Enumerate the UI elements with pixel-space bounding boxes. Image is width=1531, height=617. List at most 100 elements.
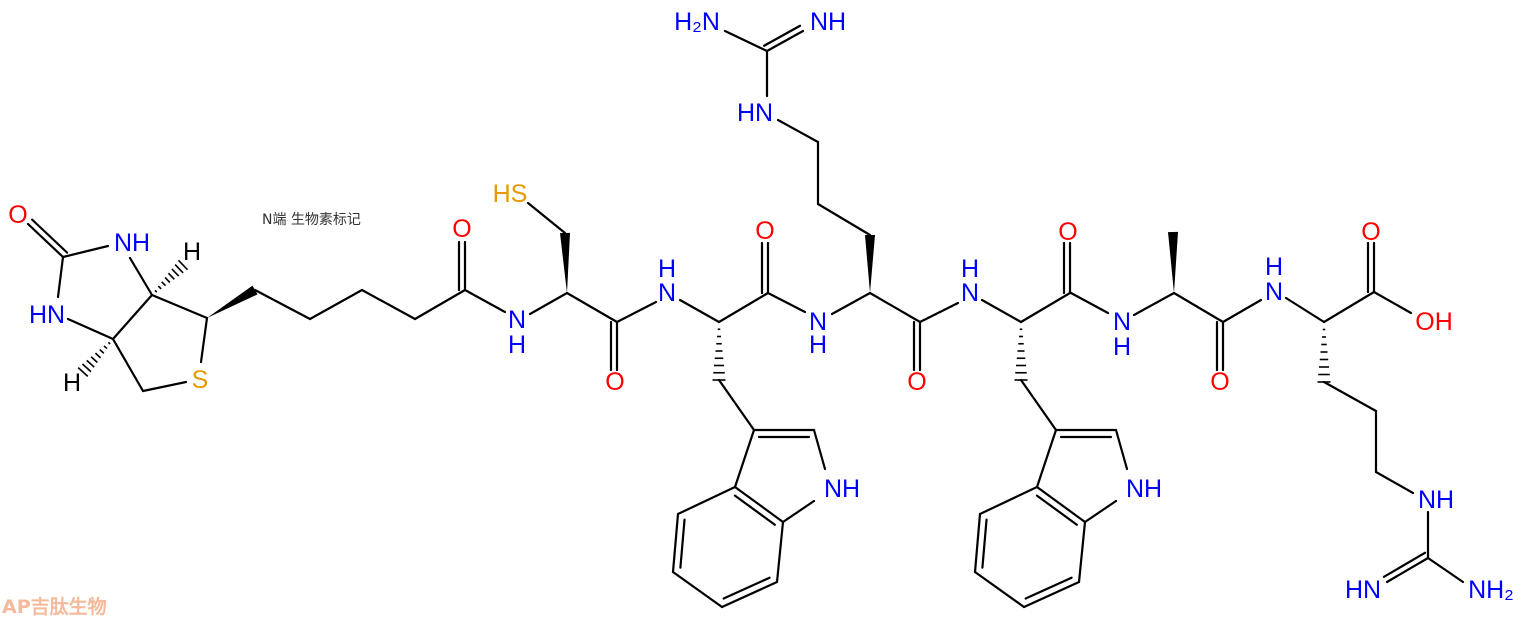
bond (1372, 290, 1413, 315)
bond (678, 298, 721, 324)
atom-label-o: O (605, 368, 624, 396)
hash-bond-segment (77, 367, 89, 377)
double-bond (765, 29, 805, 53)
atom-label-n: NH (1418, 486, 1454, 514)
bond (1083, 499, 1118, 524)
bond (980, 298, 1023, 324)
atom-label-o: O (452, 215, 471, 243)
bond (1426, 556, 1465, 584)
atom-label-o: O (755, 217, 774, 245)
bond (723, 29, 769, 53)
double-bond (671, 512, 680, 574)
double-bond-inner (722, 576, 771, 600)
bond (1019, 291, 1072, 324)
n-terminal-biotin-label: N端 生物素标记 (262, 212, 361, 228)
bond (66, 317, 115, 341)
double-bond-inner (762, 24, 802, 47)
bond (1322, 290, 1376, 324)
single-bond (360, 288, 417, 321)
double-bond-inner (981, 518, 988, 569)
hash-bond-segment (81, 363, 92, 373)
atom-label-n: N (658, 279, 676, 307)
atom-label-n: NH (114, 229, 150, 257)
hash-bond-segment (174, 264, 184, 274)
bond (56, 255, 65, 299)
atom-label-n: H (1113, 333, 1131, 361)
hash-bond-segment (103, 345, 108, 350)
bond (1114, 428, 1129, 471)
bond (717, 291, 770, 324)
atom-label-n: H (508, 331, 526, 359)
bond (1077, 520, 1087, 584)
hash-bond-segment (90, 356, 98, 364)
bond (733, 428, 756, 489)
bond (1221, 298, 1263, 324)
bond (830, 291, 872, 316)
atom-label-n: N (809, 308, 827, 336)
atom-label-o: OH (1415, 308, 1453, 336)
single-bond (413, 288, 467, 321)
bond (199, 316, 209, 364)
atom-label-n: NH₂ (1468, 576, 1514, 604)
atom-label-n: N (961, 279, 979, 307)
bond (526, 201, 567, 235)
bond (128, 256, 154, 297)
bond (973, 570, 1026, 609)
bond (1035, 428, 1058, 489)
single-bond (253, 288, 312, 321)
bond (150, 293, 209, 320)
atom-label-n: N (508, 306, 526, 334)
atom-label-n: H (658, 255, 676, 283)
double-bond (1385, 556, 1430, 584)
double-bond (1035, 485, 1087, 524)
bond (766, 291, 807, 314)
double-bond (720, 580, 779, 609)
atom-label-n: NH (1126, 475, 1162, 503)
bond (671, 570, 724, 609)
bond (781, 499, 816, 524)
double-bond-inner (733, 494, 776, 526)
bond (918, 301, 960, 324)
bond (868, 291, 922, 324)
wedge-bond (207, 285, 258, 318)
bond (528, 291, 569, 316)
hash-bond-segment (164, 276, 171, 284)
double-bond (733, 485, 785, 524)
atom-label-o: O (1210, 368, 1229, 396)
hash-bond-segment (177, 259, 189, 271)
bond (615, 300, 658, 324)
wedge-bond (1168, 231, 1178, 293)
atom-label-n: H (1265, 253, 1283, 281)
double-bond-inner (679, 518, 686, 569)
hash-bond-segment (86, 359, 95, 368)
bond (717, 378, 756, 432)
bond (111, 337, 145, 393)
hash-bond-segment (161, 281, 167, 287)
atom-label-n: HN (1345, 576, 1381, 604)
bond (1172, 291, 1225, 324)
atom-label-o: O (1361, 218, 1380, 246)
hash-bond-segment (157, 285, 162, 290)
atom-label-o: O (907, 368, 926, 396)
bond (978, 485, 1039, 516)
bond (565, 291, 619, 324)
wedge-bond (560, 232, 570, 293)
bond (61, 244, 110, 259)
hash-bond-segment (154, 289, 158, 293)
bond (111, 293, 154, 341)
atom-label-n: H (961, 255, 979, 283)
bond (812, 428, 827, 471)
double-bond-inner (1024, 576, 1073, 600)
double-bond (1022, 580, 1081, 609)
hash-bond-segment (171, 268, 180, 277)
atom-label-n: H (809, 331, 827, 359)
atom-label-n: NH (810, 8, 846, 36)
bond (676, 485, 737, 516)
bonds (26, 24, 1465, 609)
bond (775, 520, 785, 584)
atom-label-s: HS (493, 180, 528, 208)
single-bond (776, 118, 820, 144)
atom-label-n: N (1113, 308, 1131, 336)
